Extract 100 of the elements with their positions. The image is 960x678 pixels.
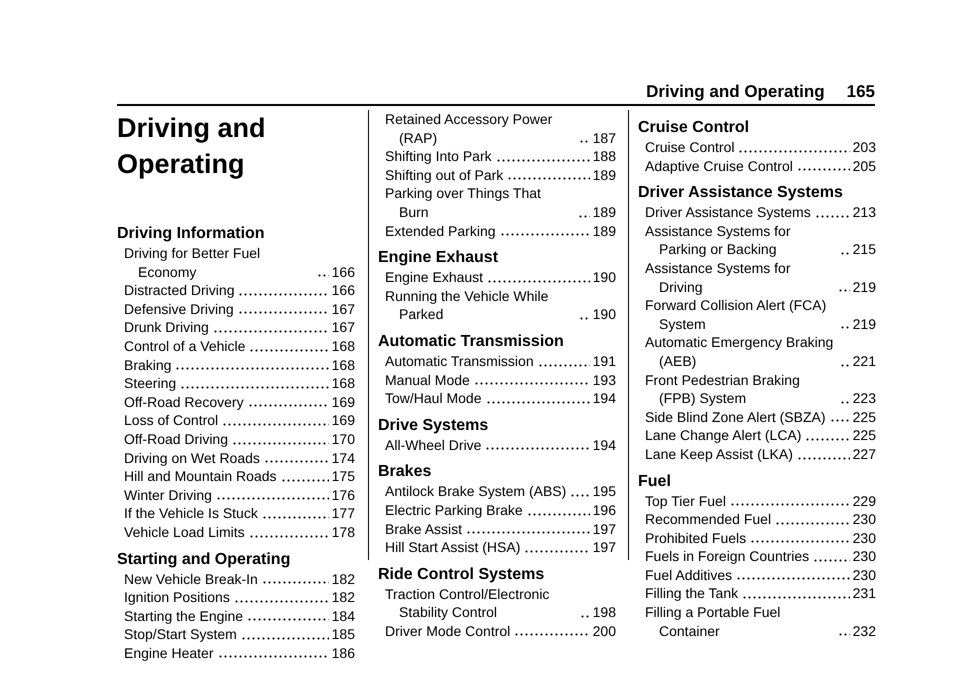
- toc-entry: Shifting out of Park: [385, 166, 504, 184]
- page-number: 232: [852, 622, 876, 640]
- toc-entry: Off-Road Recovery: [124, 392, 244, 412]
- toc-entry: Engine Heater: [124, 644, 214, 662]
- toc-entry: Retained Accessory Power (RAP): [385, 110, 554, 148]
- toc-entry: Shifting Into Park: [385, 147, 492, 166]
- page-number: 190: [592, 268, 616, 287]
- toc-entry: Recommended Fuel: [645, 510, 772, 529]
- page-number: 231: [852, 584, 876, 604]
- toc-entry: Fuels in Foreign Countries: [645, 547, 810, 566]
- page-number: 168: [332, 356, 355, 374]
- page-number: 187: [592, 128, 616, 148]
- page-number: 184: [332, 606, 355, 626]
- page-number: 168: [332, 374, 355, 393]
- toc-entry: Hill and Mountain Roads: [124, 467, 277, 486]
- toc-entry: Fuel Additives: [645, 566, 732, 584]
- toc-entry: Manual Mode: [385, 370, 470, 390]
- page-number: 230: [852, 528, 876, 548]
- toc-entry: Hill Start Assist (HSA): [385, 538, 520, 557]
- page-number: 168: [332, 336, 355, 356]
- toc-entry: Drunk Driving: [124, 318, 209, 337]
- toc-entry: Distracted Driving: [124, 281, 234, 300]
- toc-entry: Cruise Control: [645, 138, 734, 157]
- page-number: 190: [592, 305, 616, 324]
- toc-entry: All-Wheel Drive: [385, 436, 482, 454]
- page-number: 197: [592, 520, 616, 538]
- running-header: Driving and Operating: [646, 82, 825, 102]
- page-number: 182: [332, 570, 355, 588]
- toc-entry: Driving for Better Fuel Economy: [124, 244, 262, 282]
- toc-entry: Vehicle Load Limits: [124, 522, 245, 542]
- section-heading: Ride Control Systems: [378, 564, 546, 584]
- toc-entry: Steering: [124, 374, 176, 393]
- page-number: 175: [332, 467, 355, 486]
- toc-entry: Assistance Systems for Driving: [645, 258, 792, 296]
- toc-entry: Lane Change Alert (LCA): [645, 426, 802, 445]
- toc-entry: Parking over Things That Burn: [385, 184, 542, 222]
- page-number: 177: [332, 504, 355, 523]
- toc-entry: Electric Parking Brake: [385, 500, 523, 520]
- toc-entry: Filling the Tank: [645, 584, 738, 604]
- section-heading: Driver Assistance Systems: [638, 183, 844, 202]
- toc-entry: Running the Vehicle While Parked: [385, 286, 550, 324]
- page-number: 203: [852, 138, 876, 157]
- section-heading: Engine Exhaust: [378, 248, 500, 268]
- page-number: 223: [852, 389, 876, 408]
- page-number: 213: [852, 203, 876, 222]
- page-number: 169: [332, 392, 355, 412]
- section-heading: Brakes: [378, 462, 432, 482]
- toc-entry: Traction Control/Electronic Stability Control: [385, 584, 550, 622]
- toc-entry: Prohibited Fuels: [645, 528, 746, 548]
- page-number: 170: [332, 430, 355, 449]
- section-heading: Fuel: [638, 472, 672, 490]
- page-number: 166: [332, 281, 355, 300]
- page-number: 219: [852, 278, 876, 296]
- toc-entry: Off-Road Driving: [124, 430, 228, 449]
- page-number: 176: [332, 486, 355, 504]
- page-number: 205: [852, 156, 876, 176]
- page-number: 174: [332, 448, 355, 468]
- page-number: 221: [852, 352, 876, 371]
- page-number: 200: [592, 622, 616, 640]
- section-heading: Starting and Operating: [117, 550, 292, 568]
- page-number: 219: [852, 314, 876, 334]
- toc-entry: Adaptive Cruise Control: [645, 156, 793, 176]
- page-number: 165: [846, 82, 875, 102]
- page-number: 185: [332, 625, 355, 644]
- toc-entry: Driving on Wet Roads: [124, 448, 260, 468]
- page-number: 229: [852, 492, 876, 510]
- page-number: 189: [592, 166, 616, 184]
- page-number: 194: [592, 436, 616, 454]
- page-number: 230: [852, 547, 876, 566]
- toc-entry: New Vehicle Break-In: [124, 570, 258, 588]
- page-number: 215: [852, 240, 876, 259]
- page-number: 167: [332, 318, 355, 337]
- page-number: 230: [852, 510, 876, 529]
- page-number: 230: [852, 566, 876, 584]
- section-heading: Cruise Control: [638, 118, 750, 137]
- page-number: 191: [592, 352, 616, 371]
- toc-entry: Control of a Vehicle: [124, 336, 246, 356]
- toc-entry: Driver Mode Control: [385, 622, 510, 640]
- toc-entry: Forward Collision Alert (FCA) System: [645, 296, 828, 334]
- toc-entry: Front Pedestrian Braking (FPB) System: [645, 370, 801, 408]
- page-number: 225: [852, 408, 876, 426]
- page-number: 188: [592, 147, 616, 166]
- toc-entry: Engine Exhaust: [385, 268, 484, 287]
- page-number: 186: [332, 644, 355, 662]
- toc-entry: Antilock Brake System (ABS): [385, 482, 566, 501]
- page-number: 182: [332, 588, 355, 607]
- toc-entry: Filling a Portable Fuel Container: [645, 603, 782, 640]
- page-number: 178: [332, 522, 355, 542]
- page-number: 227: [852, 444, 876, 464]
- toc-entry: Tow/Haul Mode: [385, 389, 482, 408]
- toc-entry: Top Tier Fuel: [645, 492, 726, 510]
- toc-entry: If the Vehicle Is Stuck: [124, 504, 258, 523]
- section-heading: Drive Systems: [378, 416, 490, 435]
- toc-entry: Driver Assistance Systems: [645, 203, 811, 222]
- page-number: 189: [592, 202, 616, 222]
- page-number: 198: [592, 603, 616, 622]
- page-number: 197: [592, 538, 616, 557]
- toc-entry: Stop/Start System: [124, 625, 237, 644]
- page-number: 225: [852, 426, 876, 445]
- toc-entry: Lane Keep Assist (LKA): [645, 444, 793, 464]
